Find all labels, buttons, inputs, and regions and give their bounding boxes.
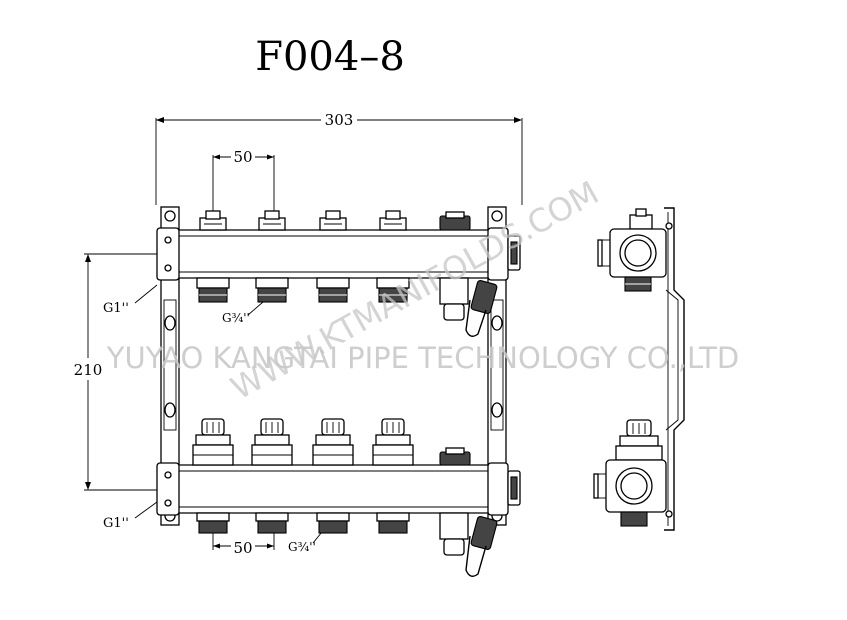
bottom-air-vent-cap bbox=[439, 447, 471, 466]
outlet-spacing-bottom-label: 50 bbox=[233, 539, 252, 557]
width-dimension: 303 bbox=[155, 110, 523, 205]
top-air-vent-cap bbox=[439, 211, 471, 231]
top-valve-cap-3 bbox=[319, 210, 347, 231]
outlet-thread-label-bottom: G¾'' bbox=[288, 540, 316, 554]
side-view bbox=[593, 207, 685, 531]
width-dimension-label: 303 bbox=[325, 111, 354, 129]
side-top-section bbox=[597, 208, 667, 292]
top-outlet-2 bbox=[255, 277, 289, 303]
flow-meter-2 bbox=[251, 418, 293, 466]
flow-meter-1 bbox=[192, 418, 234, 466]
bottom-outlet-4 bbox=[376, 512, 410, 534]
flow-meters bbox=[192, 418, 471, 466]
outlet-thread-label-top: G¾'' bbox=[222, 311, 250, 325]
bottom-outlet-1 bbox=[196, 512, 230, 534]
outlet-spacing-top-dimension: 50 bbox=[212, 148, 275, 212]
front-view: 303 50 210 bbox=[74, 110, 523, 577]
bottom-drain-valve bbox=[439, 512, 498, 577]
top-valve-cap-1 bbox=[199, 210, 227, 231]
company-watermark: YUYAO KANGTAI PIPE TECHNOLOGY CO.,LTD bbox=[106, 341, 739, 375]
height-dimension: 210 bbox=[74, 253, 160, 491]
top-outlet-1 bbox=[196, 277, 230, 303]
outlet-spacing-top-label: 50 bbox=[233, 148, 252, 166]
height-dimension-label: 210 bbox=[74, 361, 103, 379]
top-outlets bbox=[196, 277, 410, 303]
main-thread-label-bottom: G1'' bbox=[103, 516, 129, 531]
side-bracket bbox=[664, 207, 685, 531]
main-thread-label-top: G1'' bbox=[103, 301, 129, 316]
drawing-title: F004–8 bbox=[255, 34, 405, 80]
top-valve-caps bbox=[199, 210, 471, 231]
bottom-outlet-3 bbox=[316, 512, 350, 534]
top-outlet-3 bbox=[316, 277, 350, 303]
top-valve-cap-4 bbox=[379, 210, 407, 231]
top-manifold-bar bbox=[156, 227, 521, 281]
bottom-outlets bbox=[196, 512, 410, 534]
flow-meter-4 bbox=[372, 418, 414, 466]
bottom-outlet-2 bbox=[255, 512, 289, 534]
flow-meter-3 bbox=[312, 418, 354, 466]
bottom-manifold-bar bbox=[156, 462, 521, 516]
side-bottom-section bbox=[593, 419, 667, 527]
top-outlet-4 bbox=[376, 277, 410, 303]
top-valve-cap-2 bbox=[258, 210, 286, 231]
top-drain-valve bbox=[439, 277, 498, 337]
left-bracket bbox=[160, 206, 180, 526]
